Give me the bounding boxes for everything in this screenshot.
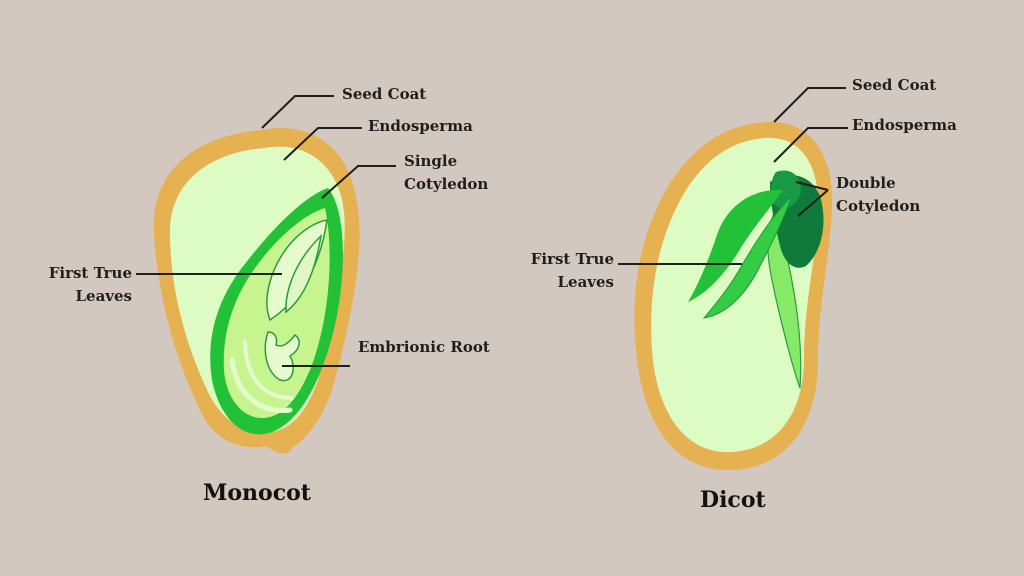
dicot-first-true-leaf-1 [688, 189, 783, 302]
dicot-cotyledon-label: Double Cotyledon [836, 172, 920, 218]
monocot-title: Monocot [203, 480, 311, 506]
dicot-leaves-label-line2: Leaves [557, 273, 614, 291]
dicot-cotyledon-line-2 [797, 189, 829, 217]
dicot-cotyledon-label-line1: Double [836, 174, 896, 192]
monocot-cotyledon-line [321, 165, 396, 199]
monocot-cotyledon-label: Single Cotyledon [404, 150, 488, 196]
dicot-first-true-leaf-2 [702, 195, 793, 319]
monocot-first-true-leaves-inner [285, 233, 323, 314]
dicot-title: Dicot [700, 487, 766, 513]
monocot-first-true-leaves-label: First True Leaves [40, 262, 132, 308]
monocot-seed [153, 128, 360, 454]
monocot-embrionic-root-label: Embrionic Root [358, 338, 490, 356]
dicot-first-true-leaves-label: First True Leaves [520, 248, 614, 294]
dicot-cotyledon-label-line2: Cotyledon [836, 197, 921, 215]
monocot-leaves-label-line1: First True [48, 264, 132, 282]
monocot-cotyledon-label-line2: Cotyledon [404, 175, 489, 193]
dicot-leaves-label-line1: First True [530, 250, 614, 268]
monocot-endosperma-line [283, 127, 362, 161]
monocot-leaves-label-line2: Leaves [75, 287, 132, 305]
dicot-cotyledon-line-1 [795, 181, 829, 191]
monocot-root-stroke-2 [243, 340, 294, 400]
dicot-endosperma-label: Endosperma [852, 116, 957, 134]
leader-lines [136, 87, 848, 367]
monocot-seed-coat-label: Seed Coat [342, 85, 427, 103]
dicot-dark-cotyledon-back [771, 170, 801, 209]
monocot-cotyledon-label-line1: Single [404, 152, 458, 170]
dicot-endosperma-line [773, 127, 848, 163]
dicot-seed-coat-label: Seed Coat [852, 76, 937, 94]
monocot-seed-coat-line [261, 95, 334, 129]
monocot-root-stroke [229, 357, 293, 413]
dicot-seed-coat-line [773, 87, 846, 123]
dicot-seed [634, 121, 832, 470]
monocot-endosperma-label: Endosperma [368, 117, 473, 135]
monocot-root-loop [264, 331, 300, 382]
